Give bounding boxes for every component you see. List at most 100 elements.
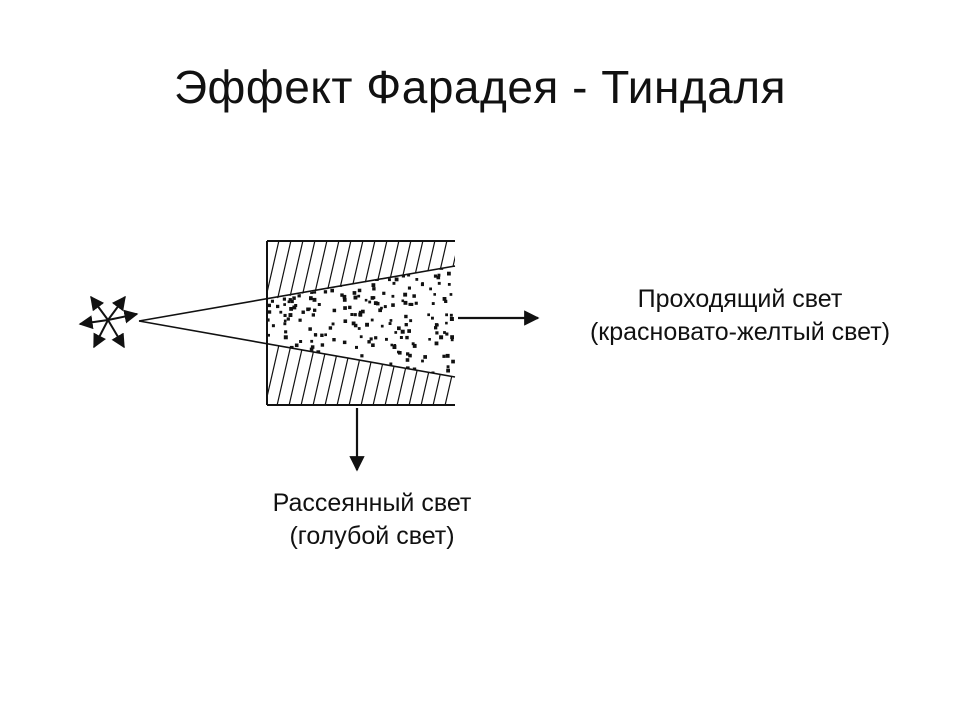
hatch-line: [504, 236, 544, 410]
particle-dot: [352, 291, 357, 295]
particle-dot: [380, 324, 384, 328]
hatch-line: [156, 236, 196, 410]
particle-dot: [388, 278, 391, 282]
hatch-line: [204, 236, 244, 410]
hatch-line: [168, 236, 208, 410]
particle-dot: [328, 326, 333, 330]
particle-dot: [291, 356, 295, 360]
particle-dot: [324, 357, 329, 362]
particle-dot: [406, 266, 410, 269]
hatch-line: [323, 344, 365, 405]
particle-dot: [364, 298, 368, 302]
particle-dot: [282, 286, 286, 290]
particle-dot: [347, 270, 352, 275]
particle-dot: [311, 268, 315, 272]
particle-dot: [394, 277, 399, 282]
particle-dot: [271, 287, 275, 290]
particle-dot: [351, 321, 356, 326]
particle-dot: [282, 297, 286, 301]
particle-dot: [312, 289, 317, 294]
hatch-line: [287, 344, 329, 405]
particle-dot: [331, 322, 335, 326]
hatch-line: [192, 236, 232, 410]
hatch-line: [383, 344, 425, 405]
hatch-line: [275, 241, 317, 300]
particle-dot: [422, 372, 426, 376]
particle-dot: [306, 307, 310, 312]
particle-dot: [420, 283, 424, 287]
particle-dot: [280, 363, 285, 367]
particle-dot: [292, 296, 296, 300]
particle-dot: [443, 331, 446, 334]
particle-dot: [355, 345, 358, 349]
particle-dot: [292, 305, 297, 310]
particle-dot: [367, 340, 371, 344]
hatch-line: [395, 241, 437, 300]
particle-dot: [445, 353, 450, 358]
particle-dot: [382, 291, 386, 295]
hatch-line: [419, 241, 455, 300]
particle-dot: [283, 322, 287, 326]
particle-dot: [449, 293, 453, 296]
particle-dot: [311, 281, 315, 285]
particle-dot: [389, 319, 393, 322]
hatch-line: [287, 241, 329, 300]
particle-dot: [267, 333, 270, 337]
particle-dot: [294, 343, 299, 348]
cuvette-hatch-upper: [168, 236, 455, 410]
particle-dot: [365, 322, 369, 327]
particle-dot: [289, 345, 294, 350]
particle-dot: [398, 375, 401, 377]
particle-dot: [434, 341, 439, 346]
particle-dot: [267, 303, 271, 308]
hatch-line: [180, 236, 220, 410]
particle-dot: [358, 268, 362, 272]
hatch-line: [192, 236, 232, 410]
particle-dot: [407, 329, 411, 333]
particle-dot: [330, 288, 334, 293]
particle-dot: [439, 335, 444, 340]
particle-dot: [284, 346, 288, 350]
hatch-line: [468, 236, 508, 410]
particle-dot: [275, 370, 280, 374]
particle-dot: [400, 329, 405, 334]
hatch-line: [383, 241, 425, 300]
particle-dot: [421, 359, 424, 363]
cuvette-hatch-lower: [156, 236, 544, 410]
particle-dot: [423, 355, 427, 359]
particle-dot: [412, 344, 417, 348]
particle-dot: [397, 326, 401, 331]
particle-dot: [312, 279, 317, 283]
particle-dot: [283, 335, 288, 340]
particle-dot: [308, 327, 312, 331]
particle-dot: [357, 327, 361, 330]
light-source-star-icon: [78, 295, 139, 349]
particle-dot: [283, 313, 287, 317]
hatch-line: [267, 344, 269, 405]
particle-dot: [376, 301, 380, 306]
particle-dot: [332, 308, 337, 313]
particle-dot: [352, 362, 355, 365]
particle-dot: [373, 301, 378, 305]
particle-dot: [431, 302, 435, 305]
particle-dot: [298, 318, 302, 322]
particle-dot: [287, 300, 291, 304]
hatch-line: [335, 344, 377, 405]
particle-dot: [276, 304, 280, 309]
hatch-line: [359, 344, 401, 405]
particle-dot: [317, 303, 321, 306]
hatch-line: [395, 344, 437, 405]
particle-dot: [437, 273, 441, 277]
particle-dot: [299, 340, 303, 343]
hatch-line: [180, 236, 220, 410]
particle-dot: [348, 272, 353, 277]
particle-dot: [284, 330, 288, 334]
particle-dot: [449, 317, 454, 321]
particle-dot: [436, 275, 441, 280]
particle-dot: [308, 307, 311, 311]
particle-dot: [290, 299, 294, 304]
hatch-line: [407, 241, 449, 300]
hatch-line: [204, 236, 244, 410]
particle-dot: [446, 365, 450, 369]
particle-dot: [269, 352, 273, 356]
